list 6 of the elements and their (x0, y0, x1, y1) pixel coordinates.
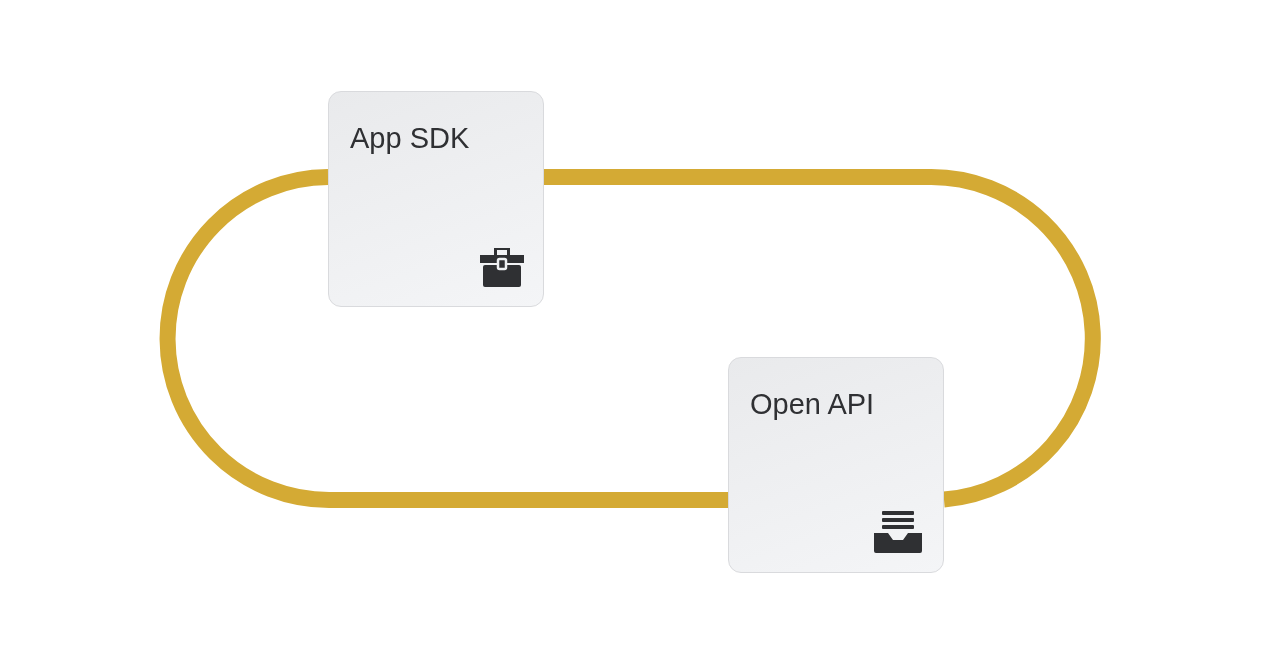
feature-card (328, 91, 544, 307)
feature-card (728, 357, 944, 573)
card-title: App SDK (350, 122, 470, 155)
card-title: Open API (750, 388, 875, 421)
connector-line (544, 169, 1101, 508)
connector-line (159, 169, 728, 508)
